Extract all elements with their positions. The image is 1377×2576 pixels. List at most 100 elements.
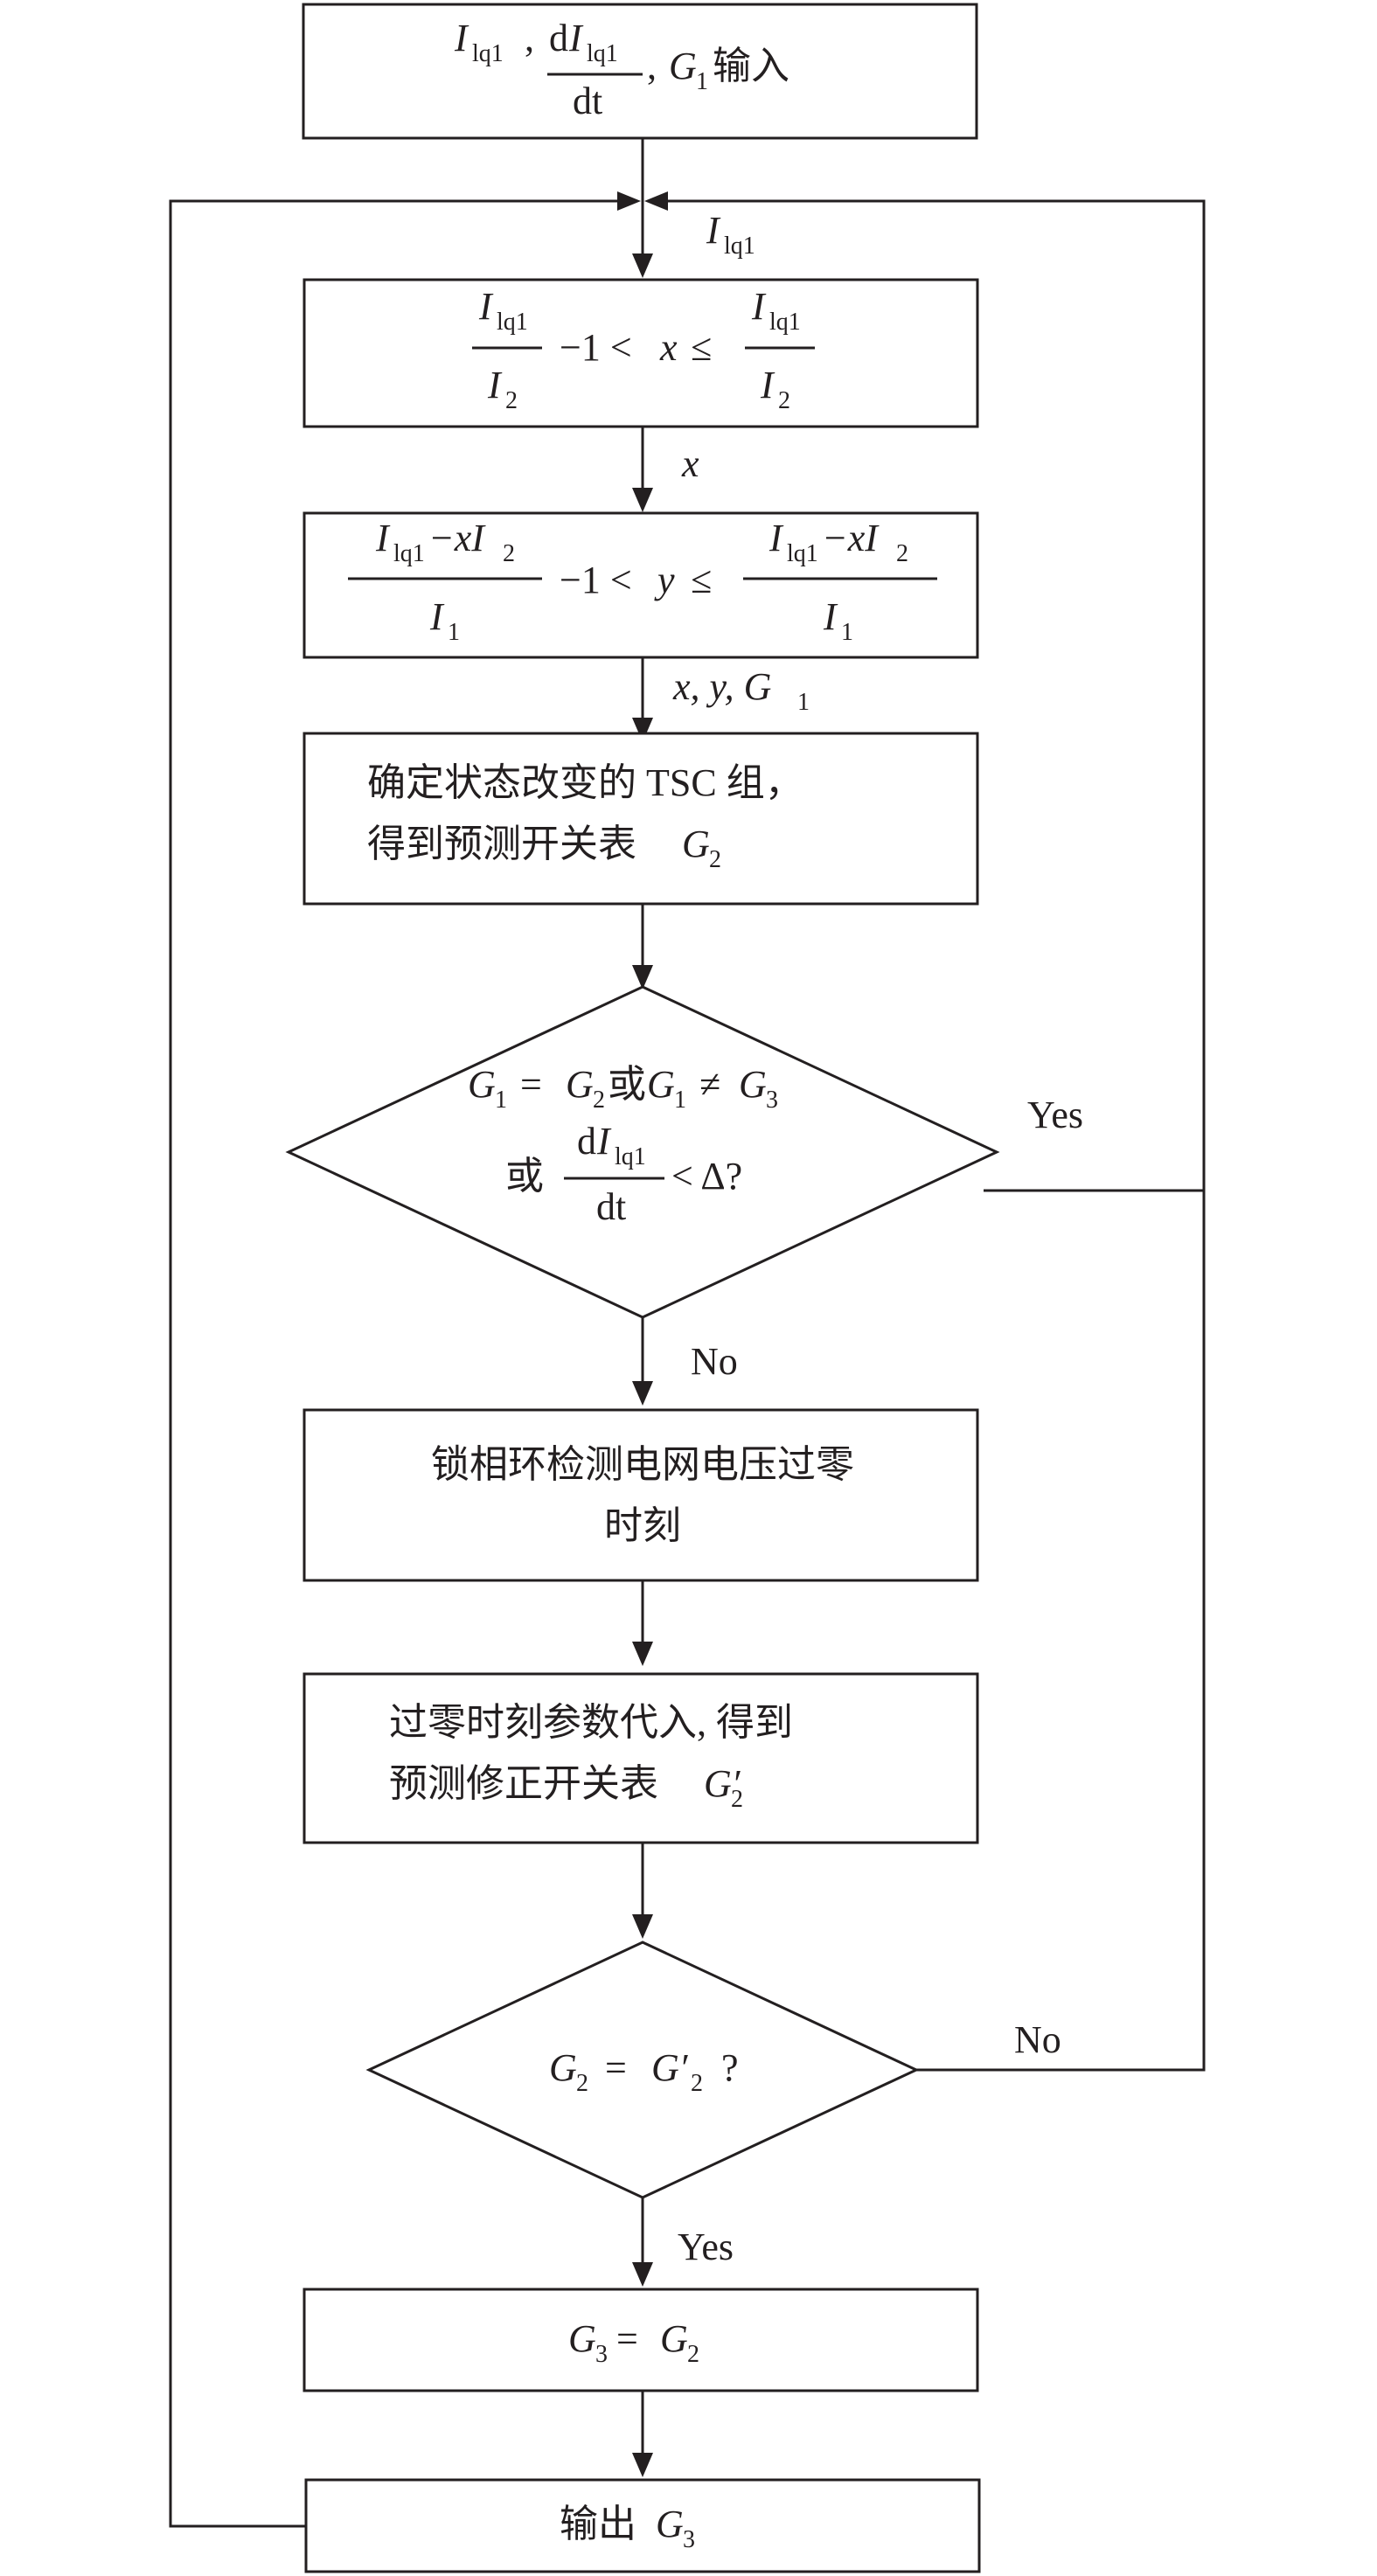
- assign-G2-sub: 2: [687, 2341, 699, 2368]
- assign-box: G 3 = G 2: [303, 2288, 979, 2392]
- d2-Gp: G′: [651, 2046, 689, 2089]
- arrowhead-down: [632, 488, 653, 512]
- by-right-num-I: I: [768, 517, 784, 559]
- input-I: I: [454, 17, 469, 59]
- by-left-den-I: I: [429, 595, 445, 638]
- d1-frac-num-d: d: [577, 1120, 596, 1163]
- correct-box: 过零时刻参数代入, 得到 预测修正开关表 G′ 2: [303, 1672, 979, 1844]
- bx-x: x: [659, 326, 678, 369]
- connectors: [169, 138, 1206, 2528]
- by-minus1: −1 <: [560, 559, 632, 601]
- d1-G1b-sub: 1: [674, 1087, 686, 1114]
- by-right-num-sub2: 2: [896, 540, 908, 567]
- pll-line2: 时刻: [604, 1504, 681, 1547]
- input-frac-num-I: I: [568, 17, 584, 59]
- bx-left-den-I: I: [487, 364, 503, 406]
- input-G: G: [669, 45, 697, 87]
- arrowhead-left: [644, 191, 668, 211]
- arrowhead-down: [632, 253, 653, 278]
- edge-label-xyG-sub: 1: [797, 689, 810, 716]
- d1-neq: ≠: [699, 1063, 720, 1106]
- input-frac-num-sub: lq1: [587, 40, 618, 67]
- d1-G2: G: [566, 1063, 594, 1106]
- edge-label-no2: No: [1014, 2018, 1061, 2061]
- by-left-den-sub: 1: [448, 619, 460, 646]
- bx-right-num-I: I: [751, 285, 767, 328]
- by-left-num-I: I: [375, 517, 391, 559]
- determine-line2: 得到预测开关表: [367, 823, 636, 865]
- arrowhead-down: [632, 965, 653, 989]
- input-frac-den: dt: [573, 80, 602, 122]
- d1-frac-den: dt: [596, 1185, 626, 1228]
- arrowheads: [617, 191, 668, 2477]
- arrowhead-down: [632, 1642, 653, 1666]
- d1-G2-sub: 2: [593, 1087, 605, 1114]
- by-left-num-sub2: 2: [503, 540, 515, 567]
- assign-eq: =: [616, 2317, 638, 2360]
- assign-G2: G: [660, 2317, 688, 2360]
- arrowhead-down: [632, 1914, 653, 1939]
- by-left-num-sub: lq1: [393, 540, 425, 567]
- input-G-sub: 1: [696, 68, 708, 95]
- d2-G2: G: [549, 2046, 577, 2089]
- arrowhead-down: [632, 718, 653, 742]
- correct-G: G′: [704, 1762, 741, 1805]
- input-label: 输入: [713, 45, 789, 87]
- by-right-den-I: I: [823, 595, 838, 638]
- d1-G3-sub: 3: [766, 1087, 778, 1114]
- edge-output-loop-back: [169, 199, 625, 2528]
- determine-G: G: [682, 823, 710, 865]
- output-label: 输出: [560, 2503, 636, 2545]
- correct-G-sub: 2: [731, 1786, 743, 1813]
- determine-G-sub: 2: [709, 846, 721, 873]
- edge-label-yes1: Yes: [1027, 1094, 1083, 1136]
- d1-G1b: G: [647, 1063, 675, 1106]
- d2-Gp-sub: 2: [691, 2070, 703, 2097]
- determine-line1: 确定状态改变的 TSC 组，: [367, 761, 803, 804]
- input-I-sub: lq1: [472, 40, 504, 67]
- d1-G1-sub: 1: [495, 1087, 507, 1114]
- arrowhead-down: [632, 1381, 653, 1406]
- input-comma: ,: [525, 17, 534, 59]
- d1-frac-num-sub: lq1: [615, 1143, 646, 1170]
- input-frac-num-d: d: [549, 17, 568, 59]
- decision1-diamond: G 1 = G 2 或 G 1 ≠ G 3 或 d I lq1 dt < Δ?: [285, 985, 1000, 1319]
- d1-frac-num-I: I: [596, 1120, 612, 1163]
- arrowhead-down: [632, 2453, 653, 2477]
- input-comma2: ,: [647, 45, 657, 87]
- by-right-num-rest: −xI: [822, 517, 880, 559]
- arrowhead-right: [617, 191, 641, 211]
- decision2-diamond: G 2 = G′ 2 ?: [365, 1941, 920, 2199]
- bx-le: ≤: [691, 326, 712, 369]
- d1-eq: =: [520, 1063, 542, 1106]
- d1-or1: 或: [608, 1063, 646, 1106]
- pll-line1: 锁相环检测电网电压过零: [431, 1443, 854, 1486]
- d1-G3: G: [739, 1063, 767, 1106]
- d1-or2: 或: [505, 1155, 544, 1198]
- edge-label-no1: No: [691, 1340, 738, 1383]
- bx-left-num-I: I: [478, 285, 494, 328]
- assign-G3: G: [568, 2317, 596, 2360]
- output-G-sub: 3: [683, 2526, 695, 2553]
- edge-label-I-sub: lq1: [724, 233, 755, 260]
- by-le: ≤: [691, 559, 712, 601]
- bx-minus1: −1 <: [560, 326, 632, 369]
- bx-right-den-I: I: [760, 364, 775, 406]
- bx-right-num-sub: lq1: [769, 309, 801, 336]
- by-y: y: [654, 559, 675, 601]
- by-right-num-sub: lq1: [787, 540, 818, 567]
- d2-G2-sub: 2: [576, 2070, 588, 2097]
- edge-label-yes2: Yes: [678, 2225, 734, 2268]
- bx-left-num-sub: lq1: [497, 309, 528, 336]
- edge-label-I: I: [706, 209, 721, 252]
- edge-right-feedback: [660, 199, 1206, 2072]
- correct-line1: 过零时刻参数代入, 得到: [389, 1701, 793, 1744]
- pll-box: 锁相环检测电网电压过零 时刻: [303, 1408, 979, 1582]
- d1-lt: < Δ?: [671, 1155, 742, 1198]
- correct-line2: 预测修正开关表: [389, 1762, 658, 1805]
- edge-label-xyG: x, y, G: [672, 665, 771, 708]
- bx-left-den-sub: 2: [505, 387, 518, 414]
- by-left-num-rest: −xI: [428, 517, 486, 559]
- d1-G1: G: [468, 1063, 496, 1106]
